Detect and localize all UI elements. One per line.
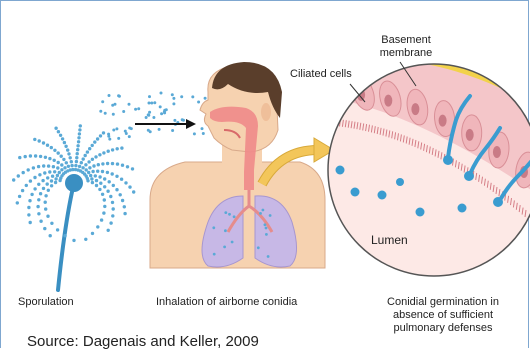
- caption-sporulation: Sporulation: [18, 296, 74, 309]
- airborne-conidia: [99, 92, 206, 141]
- caption-inhalation: Inhalation of airborne conidia: [156, 296, 297, 309]
- source-citation: Source: Dagenais and Keller, 2009: [27, 333, 259, 349]
- label-basement-membrane: Basement membrane: [371, 34, 441, 60]
- label-ciliated-cells: Ciliated cells: [290, 68, 352, 81]
- magnified-view: [319, 52, 530, 276]
- label-lumen: Lumen: [371, 234, 408, 247]
- inhalation-arrow: [135, 119, 196, 129]
- caption-germination: Conidial germination in absence of suffi…: [367, 296, 519, 335]
- aspergillus-fungus: [12, 124, 135, 290]
- human-figure: [150, 62, 325, 268]
